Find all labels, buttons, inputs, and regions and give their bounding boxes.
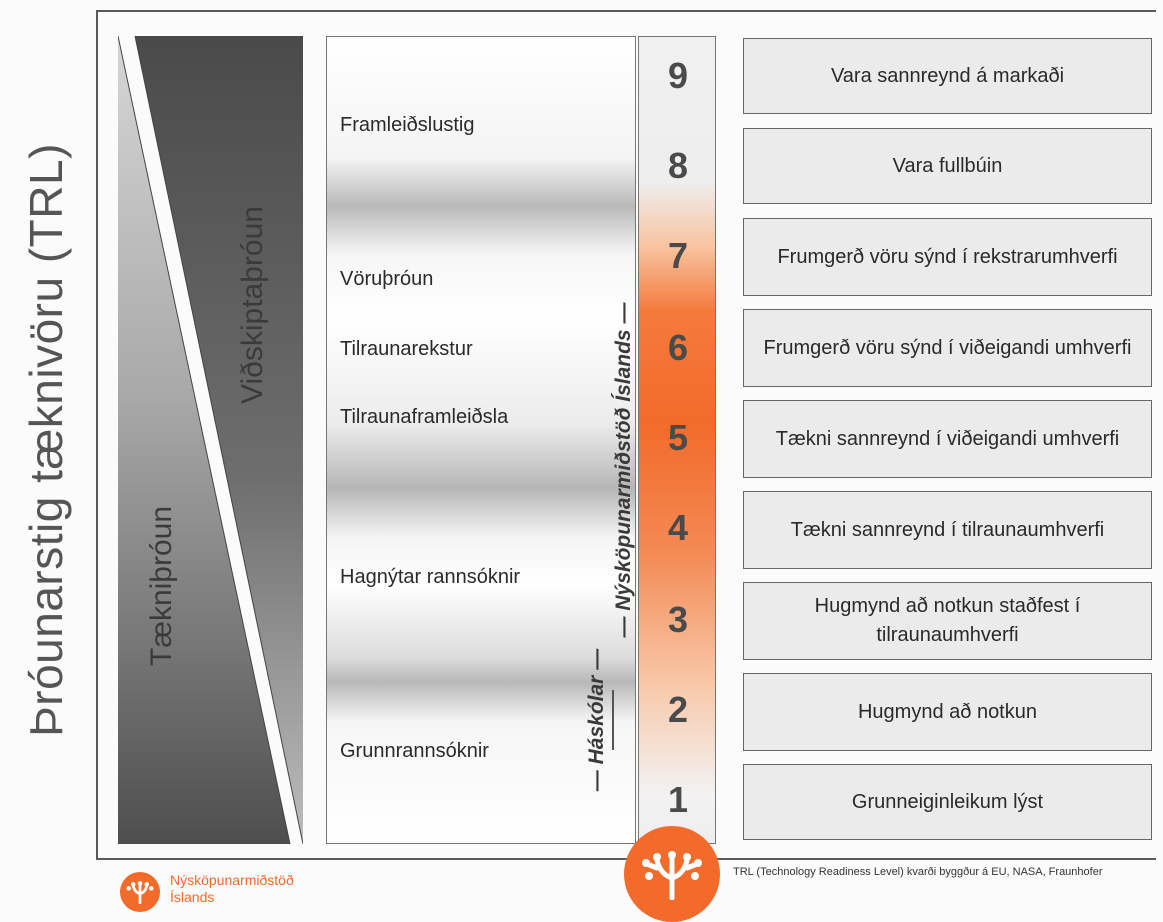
stage-production: Framleiðslustig — [340, 114, 475, 136]
description-level-4: Tækni sannreynd í tilraunaumhverfi — [743, 491, 1152, 569]
footnote: TRL (Technology Readiness Level) kvarði … — [733, 866, 1103, 878]
universities-divider — [612, 690, 614, 750]
level-9: 9 — [667, 55, 689, 96]
level-4: 4 — [667, 507, 689, 548]
description-level-6: Frumgerð vöru sýnd í viðeigandi umhverfi — [743, 309, 1152, 387]
stage-pilot-operation: Tilraunarekstur — [340, 338, 473, 360]
diagram-title: Þróunarstig tæknivöru (TRL) — [20, 143, 72, 737]
business-development-label: Viðskiptaþróun — [236, 206, 269, 404]
level-1: 1 — [667, 779, 689, 820]
description-level-3: Hugmynd að notkun staðfest í tilraunaumh… — [743, 582, 1152, 660]
tree-icon — [642, 851, 702, 900]
trl-level-column: 9 8 7 6 5 4 3 2 1 — [638, 36, 716, 844]
level-6: 6 — [667, 327, 689, 368]
description-level-8: Vara fullbúin — [743, 128, 1152, 204]
development-triangles — [118, 36, 303, 844]
stage-applied-research: Hagnýtar rannsóknir — [340, 566, 521, 588]
brand-name-line-2: Íslands — [170, 889, 215, 905]
description-level-2: Hugmynd að notkun — [743, 673, 1152, 751]
brand-name: Nýsköpunarmiðstöð Íslands — [170, 872, 294, 906]
level-3: 3 — [667, 599, 689, 640]
triangles-graphic — [118, 36, 303, 844]
brand-name-line-1: Nýsköpunarmiðstöð — [170, 872, 294, 888]
tech-development-label: Tækniþróun — [145, 505, 178, 667]
description-level-7: Frumgerð vöru sýnd í rekstrarumhverfi — [743, 218, 1152, 296]
level-8: 8 — [667, 145, 689, 186]
stage-product-development: Vöruþróun — [340, 268, 434, 290]
brand-logo-small — [120, 872, 160, 912]
level-2: 2 — [667, 689, 689, 730]
description-level-9: Vara sannreynd á markaði — [743, 38, 1152, 114]
stages-column — [326, 36, 636, 844]
level-7: 7 — [667, 235, 689, 276]
stage-pilot-production: Tilraunaframleiðsla — [340, 406, 509, 428]
level-5: 5 — [667, 417, 689, 458]
tree-icon-small — [126, 881, 154, 904]
brand-logo-large — [624, 826, 720, 922]
universities-label: — Háskólar — — [585, 648, 608, 792]
stage-basic-research: Grunnrannsóknir — [340, 740, 489, 762]
description-level-1: Grunneiginleikum lýst — [743, 764, 1152, 840]
institute-label: — Nýsköpunarmiðstöð Íslands — — [612, 302, 635, 638]
description-level-5: Tækni sannreynd í viðeigandi umhverfi — [743, 400, 1152, 478]
